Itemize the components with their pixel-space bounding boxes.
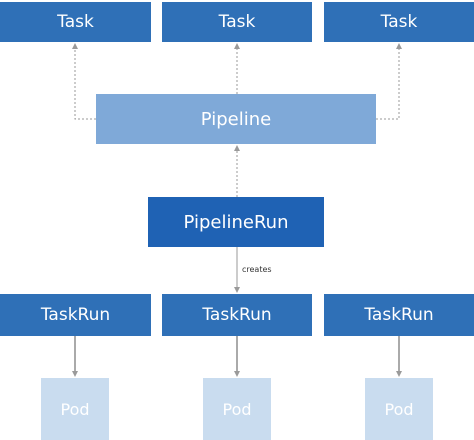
pipelinerun-node: PipelineRun bbox=[148, 197, 324, 247]
task-node-1: Task bbox=[0, 2, 151, 42]
pod-node-label: Pod bbox=[384, 399, 414, 419]
pod-node-2: Pod bbox=[203, 378, 271, 440]
connector-pipeline-task-1 bbox=[72, 43, 96, 120]
taskrun-node-1: TaskRun bbox=[0, 294, 151, 336]
pipelinerun-node-label: PipelineRun bbox=[183, 211, 289, 233]
pod-node-label: Pod bbox=[222, 399, 252, 419]
taskrun-node-label: TaskRun bbox=[202, 305, 272, 325]
taskrun-node-2: TaskRun bbox=[162, 294, 312, 336]
connector-pipeline-task-3 bbox=[376, 43, 402, 120]
task-node-label: Task bbox=[218, 12, 256, 32]
taskrun-to-pod-connectors bbox=[72, 336, 402, 377]
task-node-label: Task bbox=[57, 12, 94, 32]
taskrun-node-label: TaskRun bbox=[364, 305, 434, 325]
pod-node-1: Pod bbox=[41, 378, 109, 440]
task-node-label: Task bbox=[380, 12, 418, 32]
task-node-2: Task bbox=[162, 2, 312, 42]
task-node-3: Task bbox=[324, 2, 474, 42]
pod-node-3: Pod bbox=[365, 378, 433, 440]
taskrun-node-3: TaskRun bbox=[324, 294, 474, 336]
taskrun-node-label: TaskRun bbox=[40, 305, 111, 325]
pipeline-to-task-connectors bbox=[72, 43, 402, 120]
edge-label-creates: creates bbox=[242, 265, 272, 274]
pipeline-node: Pipeline bbox=[96, 94, 376, 144]
pipeline-node-label: Pipeline bbox=[200, 108, 272, 130]
pod-node-label: Pod bbox=[60, 399, 90, 419]
